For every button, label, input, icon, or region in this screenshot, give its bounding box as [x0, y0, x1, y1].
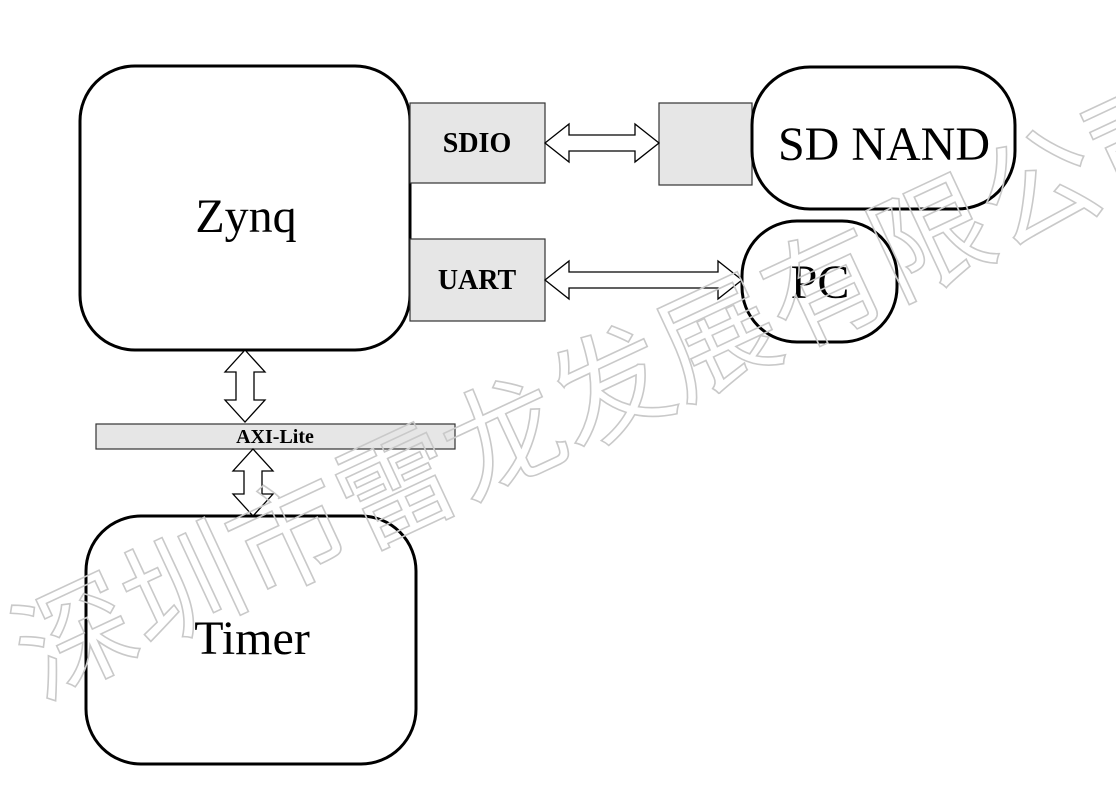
zynq-label: Zynq [195, 190, 296, 243]
pc-label: PC [791, 256, 850, 309]
axi-lite-label: AXI-Lite [236, 426, 314, 448]
axi-lite-bus [95, 423, 456, 450]
sd-nand-block [750, 65, 1017, 211]
sd-connector-box [658, 102, 753, 186]
zynq-bus-arrow [223, 349, 267, 423]
sdio-link-arrow [543, 122, 661, 164]
uart-port [409, 238, 546, 322]
pc-block [740, 219, 899, 344]
sdio-port [409, 102, 546, 184]
sd-nand-label: SD NAND [778, 118, 990, 171]
timer-block [84, 514, 418, 766]
sdio-label: SDIO [443, 128, 511, 159]
uart-link-arrow [543, 259, 744, 301]
timer-label: Timer [194, 612, 310, 665]
uart-label: UART [438, 265, 517, 296]
